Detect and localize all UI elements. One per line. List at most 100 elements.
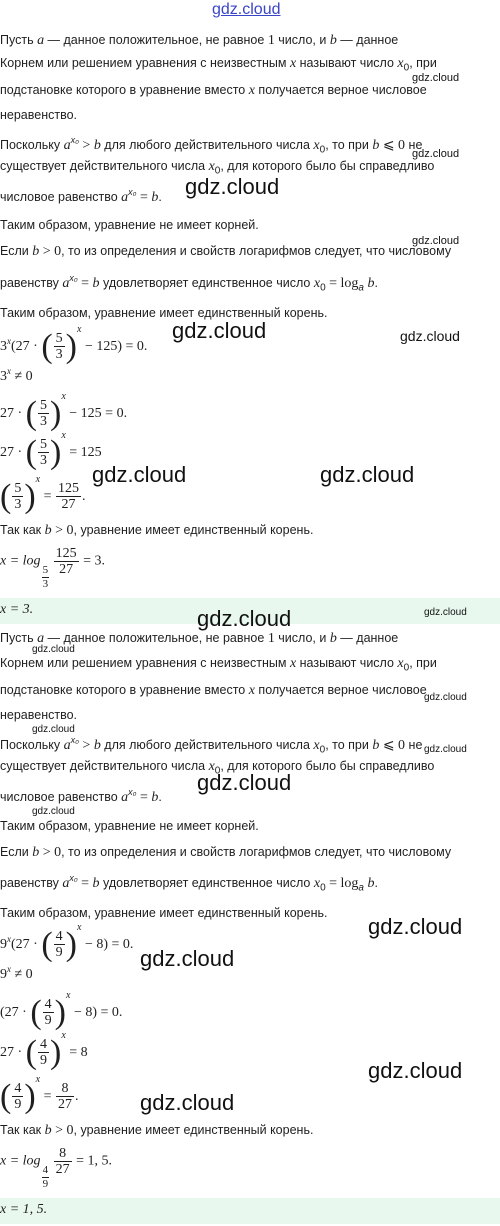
exp: x: [65, 990, 71, 1001]
var-x: x: [289, 656, 297, 671]
text-line: равенству ax₀ = b удовлетворяет единстве…: [0, 870, 378, 897]
paren: (: [30, 993, 42, 1031]
op: ⩽ 0: [379, 138, 406, 153]
t: существует действительного числа: [0, 159, 209, 173]
var-x0: x: [208, 159, 215, 174]
t: 27 ·: [0, 445, 26, 460]
t: =: [40, 1089, 56, 1104]
var-a: a: [121, 790, 129, 805]
paren: ): [65, 925, 77, 963]
watermark: gdz.cloud: [32, 724, 75, 735]
t: , для которого было бы справедливо: [220, 759, 435, 773]
paren: (: [25, 433, 37, 471]
t: .: [158, 190, 162, 204]
var-b: b: [151, 190, 159, 205]
paren: ): [24, 1077, 36, 1115]
t: Если: [0, 845, 33, 859]
text-line: числовое равенство ax₀ = b.: [0, 784, 162, 806]
t: 9: [0, 937, 7, 952]
t: называют число: [296, 656, 398, 670]
num: 125: [56, 481, 82, 498]
sub: 0: [214, 765, 221, 777]
watermark: gdz.cloud: [140, 946, 235, 971]
t: (27 ·: [0, 1005, 31, 1020]
t: равенству: [0, 276, 63, 290]
t: , уравнение имеет единственный корень.: [73, 1123, 314, 1137]
watermark: gdz.cloud: [424, 692, 467, 703]
op: > 0: [39, 845, 62, 860]
t: .: [158, 790, 162, 804]
paren: (: [41, 327, 53, 365]
t: − 125 = 0.: [65, 406, 128, 421]
t: удовлетворяет единственное число: [99, 276, 314, 290]
den: 27: [61, 497, 76, 513]
t: = 125: [65, 445, 102, 460]
paren: ): [50, 433, 62, 471]
sub: 0: [320, 282, 326, 294]
var-b: b: [329, 33, 337, 48]
equation: 9x ≠ 0: [0, 964, 33, 983]
t: подстановке которого в уравнение вместо: [0, 83, 249, 97]
t: называют число: [296, 56, 398, 70]
exp: x: [76, 922, 82, 933]
answer: x = 3.: [0, 602, 34, 617]
op: = log: [325, 876, 359, 891]
num: 8: [56, 1081, 75, 1098]
var-x0: x: [313, 876, 321, 891]
t: 9: [0, 967, 7, 982]
paren: (: [25, 1033, 37, 1071]
num: 4: [12, 1081, 24, 1098]
var-a: a: [37, 631, 45, 646]
exp: x: [61, 1030, 66, 1041]
den: 9: [44, 1013, 52, 1029]
t: , при: [409, 656, 437, 670]
text-line: Таким образом, уравнение не имеет корней…: [0, 819, 259, 833]
equation: 3x ≠ 0: [0, 366, 33, 385]
t: — данное: [336, 631, 399, 645]
t: = 3.: [79, 553, 105, 569]
sub: 0: [320, 882, 326, 894]
exp: x: [61, 430, 66, 441]
exp: x₀: [70, 735, 79, 745]
var-a: a: [121, 190, 129, 205]
site-link[interactable]: gdz.cloud: [212, 1, 281, 18]
t: 27 ·: [0, 406, 26, 421]
num: 4: [38, 1037, 49, 1054]
num: 4: [41, 1163, 50, 1178]
text-line: Если b > 0, то из определения и свойств …: [0, 844, 451, 861]
op: >: [78, 138, 94, 153]
t: Поскольку: [0, 138, 64, 152]
op: =: [77, 876, 93, 891]
var-b: b: [93, 138, 101, 153]
num: 8: [53, 1146, 72, 1162]
var-b: b: [372, 138, 380, 153]
t: 27 ·: [0, 1045, 26, 1060]
den: 3: [55, 347, 63, 363]
exp: x: [7, 336, 11, 346]
text-line: Если b > 0, то из определения и свойств …: [0, 243, 451, 260]
watermark: gdz.cloud: [400, 328, 460, 344]
op: = log: [325, 276, 359, 291]
answer: x = 1, 5.: [0, 1202, 48, 1217]
op: =: [136, 190, 152, 205]
t: Так как: [0, 523, 45, 537]
t: не: [405, 138, 423, 152]
var-b: b: [363, 876, 375, 891]
var-a: a: [63, 138, 71, 153]
text-line: подстановке которого в уравнение вместо …: [0, 682, 427, 699]
num: 1: [267, 631, 275, 646]
t: не: [405, 738, 423, 752]
op: > 0: [51, 523, 74, 538]
text-line: Поскольку ax₀ > b для любого действитель…: [0, 732, 422, 759]
t: числовое равенство: [0, 190, 122, 204]
t: числовое равенство: [0, 790, 122, 804]
watermark: gdz.cloud: [412, 235, 460, 247]
